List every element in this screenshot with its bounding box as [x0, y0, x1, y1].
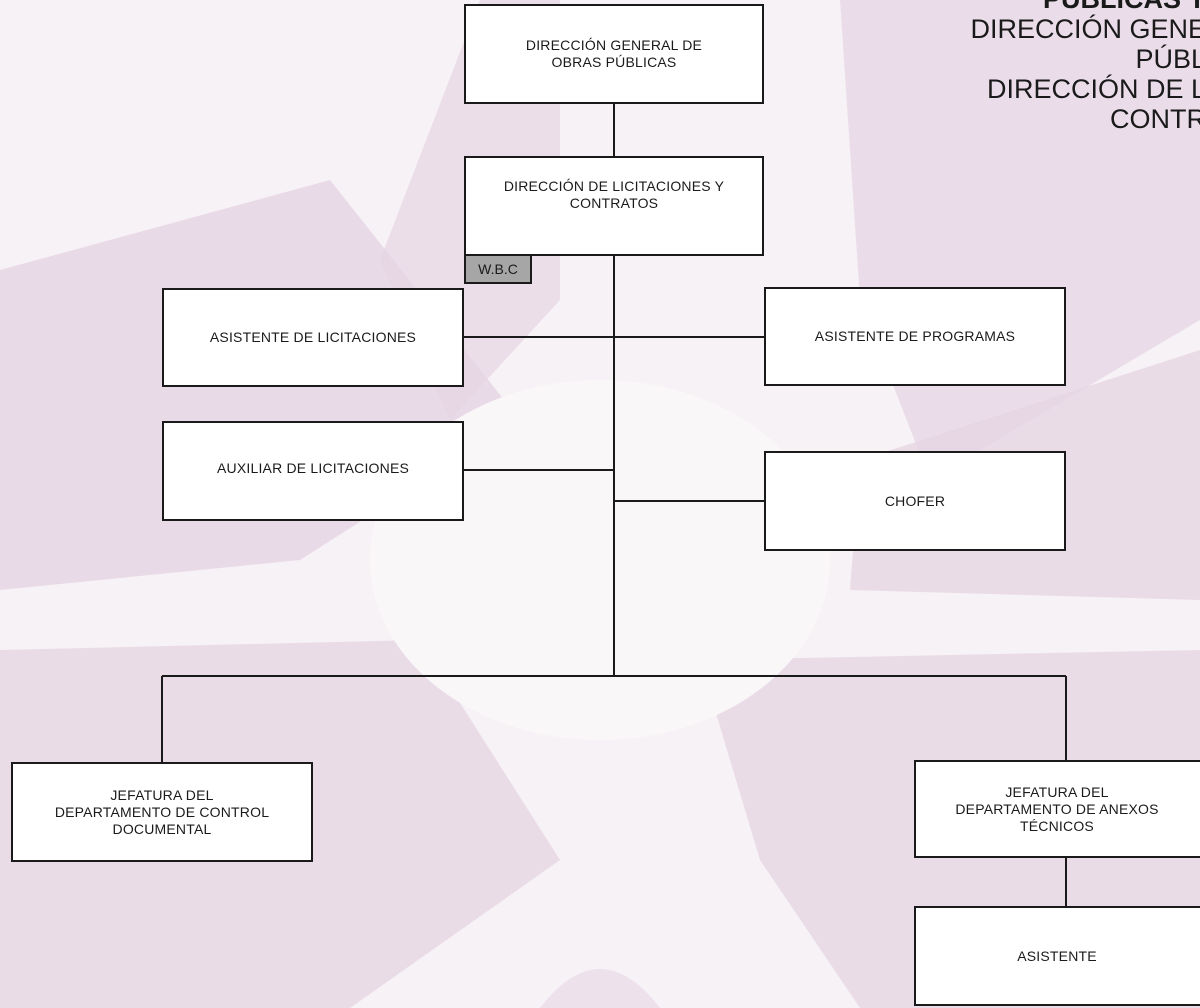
header-line-3: PÚBL	[1135, 44, 1200, 74]
node-jefatura-anexos-tecnicos: JEFATURA DEL DEPARTAMENTO DE ANEXOS TÉCN…	[914, 760, 1200, 858]
header-line-4: DIRECCIÓN DE L	[986, 74, 1200, 104]
node-label: DIRECCIÓN GENERAL DE OBRAS PÚBLICAS	[525, 37, 703, 70]
node-direccion-licitaciones: DIRECCIÓN DE LICITACIONES Y CONTRATOS	[464, 156, 764, 256]
header-line-5: CONTR	[1110, 104, 1200, 134]
node-label: DIRECCIÓN DE LICITACIONES Y CONTRATOS	[503, 178, 725, 211]
header-line-2: DIRECCIÓN GENE	[970, 14, 1200, 44]
node-label: AUXILIAR DE LICITACIONES	[216, 459, 410, 476]
node-direccion-general: DIRECCIÓN GENERAL DE OBRAS PÚBLICAS	[464, 4, 764, 104]
node-chofer: CHOFER	[764, 451, 1066, 551]
node-label: JEFATURA DEL DEPARTAMENTO DE ANEXOS TÉCN…	[955, 783, 1159, 834]
header-line-1: PÚBLICAS Y	[970, 0, 1200, 14]
node-asistente-programas: ASISTENTE DE PROGRAMAS	[764, 287, 1066, 386]
initials-tag: W.B.C	[464, 254, 532, 284]
node-auxiliar-licitaciones: AUXILIAR DE LICITACIONES	[162, 421, 464, 521]
node-label: ASISTENTE DE LICITACIONES	[209, 329, 417, 345]
node-jefatura-control-documental: JEFATURA DEL DEPARTAMENTO DE CONTROL DOC…	[11, 762, 313, 862]
node-asistente-licitaciones: ASISTENTE DE LICITACIONES	[162, 288, 464, 387]
node-label: JEFATURA DEL DEPARTAMENTO DE CONTROL DOC…	[54, 786, 270, 837]
node-label: CHOFER	[884, 492, 946, 509]
node-label: ASISTENTE DE PROGRAMAS	[814, 328, 1016, 344]
node-asistente: ASISTENTE	[914, 906, 1200, 1006]
node-label: ASISTENTE	[1017, 947, 1097, 964]
org-header: PÚBLICAS Y DIRECCIÓN GENE PÚBL DIRECCIÓN…	[970, 0, 1200, 134]
